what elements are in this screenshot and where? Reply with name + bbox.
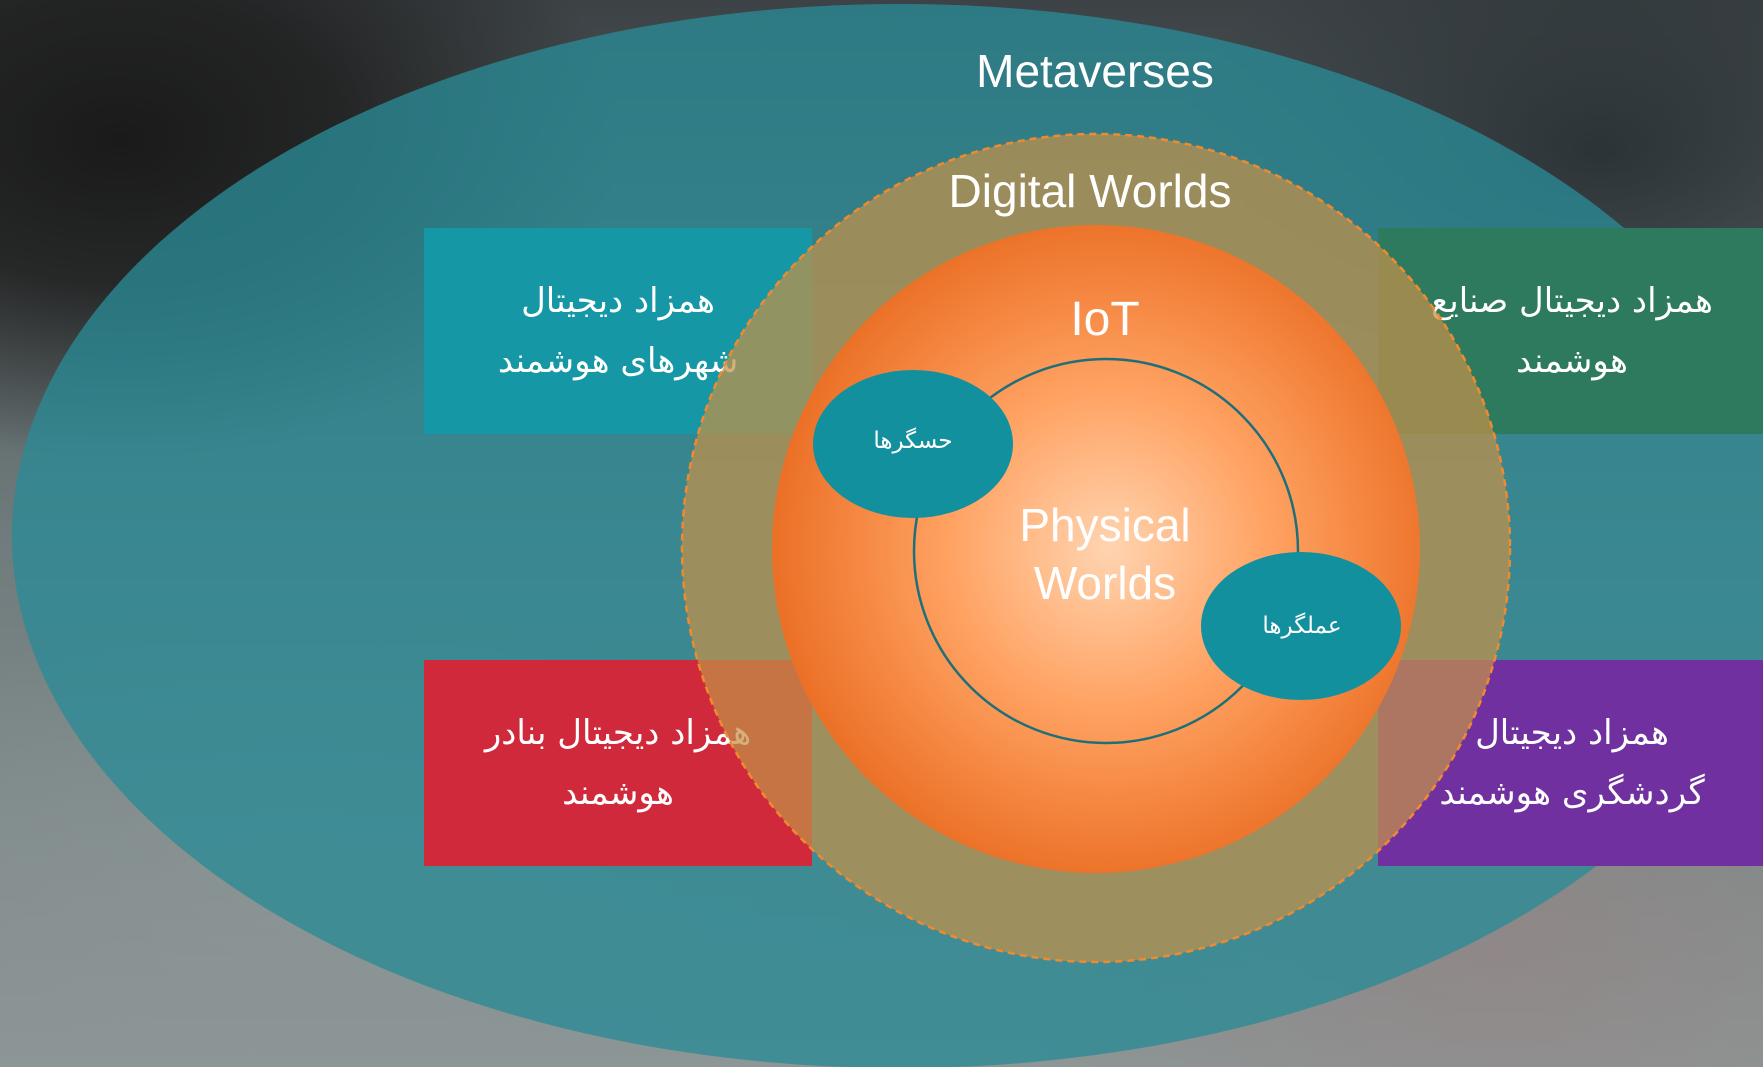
physical-worlds-circle [912, 357, 1300, 745]
iot-label: IoT [1070, 293, 1140, 346]
actuators-bubble [1201, 552, 1401, 700]
sensors-bubble [813, 370, 1013, 518]
box-smart-tourism-line2: گردشگری هوشمند [1439, 773, 1705, 813]
box-smart-ports-line2: هوشمند [562, 773, 674, 813]
box-smart-cities-twin: همزاد دیجیتال شهرهای هوشمند [424, 228, 812, 434]
box-smart-ports-line1: همزاد دیجیتال بنادر [484, 713, 752, 753]
box-smart-cities-line1: همزاد دیجیتال [521, 281, 715, 321]
digital-worlds-label: Digital Worlds [948, 165, 1232, 217]
actuators-label: عملگرها [1262, 613, 1342, 639]
physical-worlds-label: Physical Worlds [1019, 499, 1191, 609]
box-smart-industries-line1: همزاد دیجیتال صنایع [1431, 281, 1713, 321]
metaverses-label: Metaverses [976, 45, 1214, 97]
box-smart-cities-line2: شهرهای هوشمند [497, 341, 739, 381]
box-smart-tourism-line1: همزاد دیجیتال [1475, 713, 1669, 753]
sensors-label: حسگرها [873, 428, 953, 454]
box-smart-industries-line2: هوشمند [1516, 341, 1628, 381]
